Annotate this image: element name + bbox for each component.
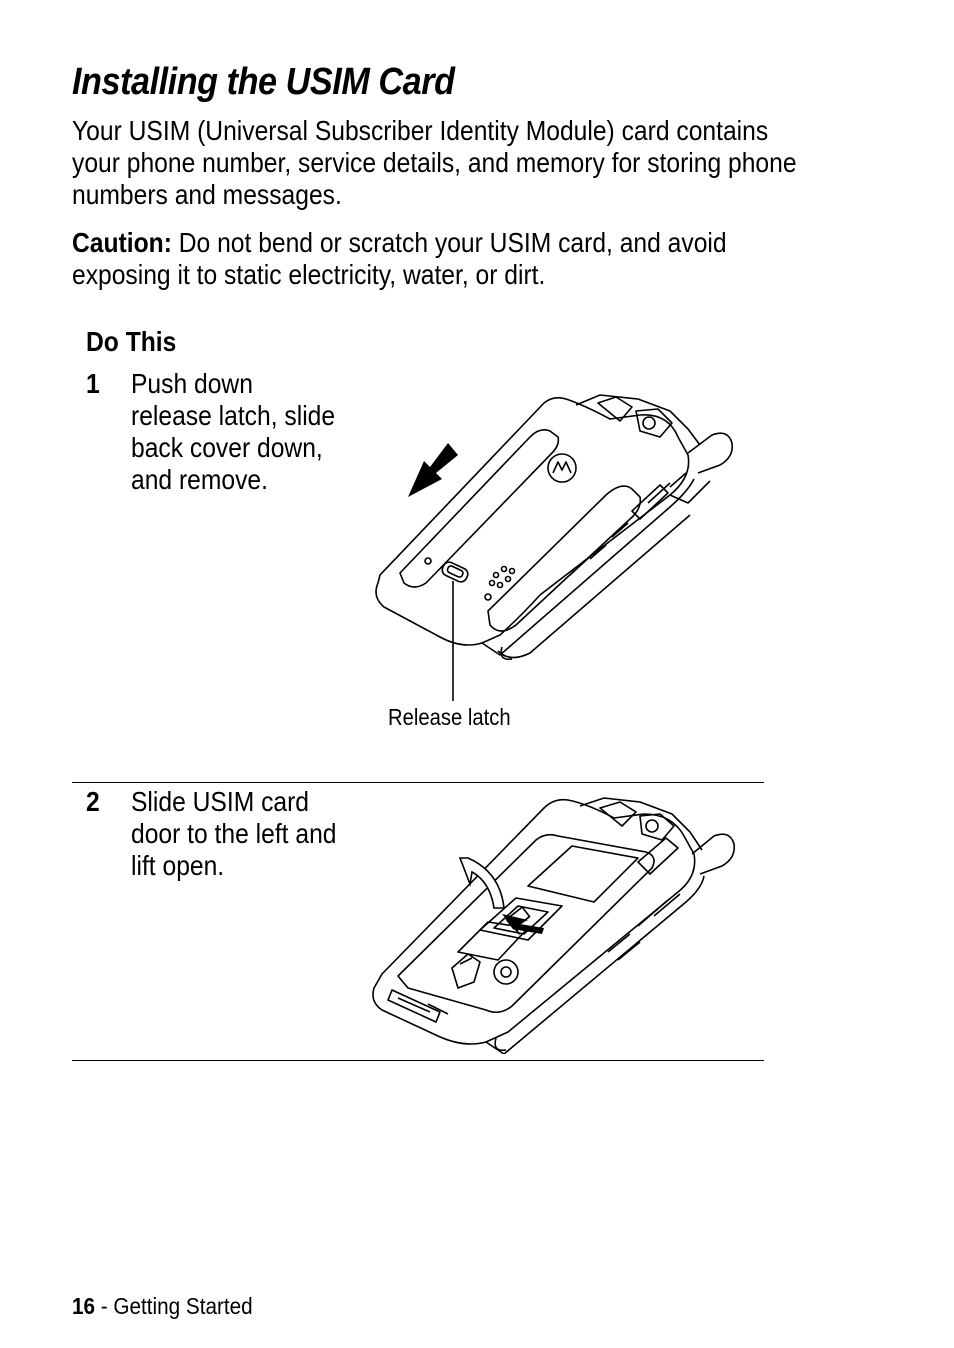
section-name: - Getting Started bbox=[95, 1293, 253, 1319]
page-footer: 16 - Getting Started bbox=[72, 1292, 253, 1320]
caution-label: Caution: bbox=[72, 227, 172, 258]
page-number: 16 bbox=[72, 1293, 96, 1319]
table-divider bbox=[72, 782, 764, 783]
step-1-text: Push down release latch, slide back cove… bbox=[131, 368, 336, 495]
caution-text: Do not bend or scratch your USIM card, a… bbox=[72, 227, 727, 290]
page-title: Installing the USIM Card bbox=[72, 61, 455, 103]
table-bottom-rule bbox=[72, 1060, 764, 1061]
intro-paragraph: Your USIM (Universal Subscriber Identity… bbox=[72, 115, 797, 210]
step-2-text: Slide USIM card door to the left and lif… bbox=[131, 786, 337, 881]
release-latch-callout: Release latch bbox=[388, 704, 511, 730]
step-2-number: 2 bbox=[86, 786, 100, 817]
caution-paragraph: Caution: Do not bend or scratch your USI… bbox=[72, 227, 802, 291]
step-1-number: 1 bbox=[86, 368, 100, 399]
phone-open-usim-illustration bbox=[372, 797, 736, 1054]
table-header: Do This bbox=[86, 326, 177, 357]
phone-back-cover-illustration bbox=[375, 394, 734, 701]
